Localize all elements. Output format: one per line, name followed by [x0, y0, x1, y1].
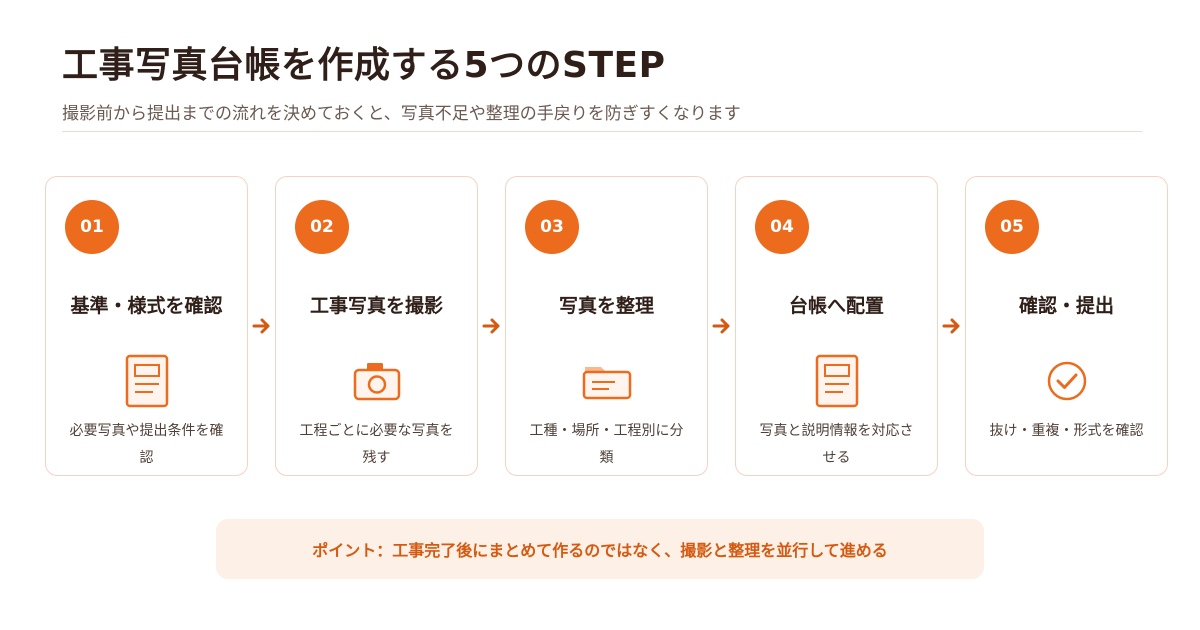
step-title: 台帳へ配置 — [788, 295, 884, 317]
step-flow: 01 基準・様式を確認 必要写真や提出条件を確認 02 工事写真を撮影 工程ごと… — [45, 176, 1170, 478]
step-number-badge: 04 — [755, 200, 809, 254]
step-description: 工程ごとに必要な写真を残す — [299, 423, 454, 466]
step-card-3: 03 写真を整理 工種・場所・工程別に分類 — [505, 176, 708, 476]
step-description: 抜け・重複・形式を確認 — [989, 423, 1144, 439]
step-description: 写真と説明情報を対応させる — [759, 423, 914, 466]
folder-icon — [579, 353, 635, 409]
step-title: 写真を整理 — [558, 295, 654, 317]
point-text: ポイント：工事完了後にまとめて作るのではなく、撮影と整理を並行して進める — [312, 541, 888, 560]
step-title: 工事写真を撮影 — [309, 295, 443, 317]
step-number-badge: 02 — [295, 200, 349, 254]
step-description: 工種・場所・工程別に分類 — [529, 423, 684, 466]
step-title: 確認・提出 — [1018, 295, 1114, 317]
page-title: 工事写真台帳を作成する5つのSTEP — [62, 45, 666, 86]
document-icon — [119, 353, 175, 409]
step-number-badge: 01 — [65, 200, 119, 254]
arrow-right-icon — [941, 315, 963, 337]
step-description: 必要写真や提出条件を確認 — [69, 423, 224, 466]
step-title: 基準・様式を確認 — [70, 295, 223, 317]
step-number-badge: 05 — [985, 200, 1039, 254]
step-card-2: 02 工事写真を撮影 工程ごとに必要な写真を残す — [275, 176, 478, 476]
step-card-5: 05 確認・提出 抜け・重複・形式を確認 — [965, 176, 1168, 476]
header-divider — [62, 131, 1142, 132]
arrow-right-icon — [481, 315, 503, 337]
arrow-right-icon — [711, 315, 733, 337]
step-card-4: 04 台帳へ配置 写真と説明情報を対応させる — [735, 176, 938, 476]
arrow-right-icon — [251, 315, 273, 337]
step-number-badge: 03 — [525, 200, 579, 254]
step-card-1: 01 基準・様式を確認 必要写真や提出条件を確認 — [45, 176, 248, 476]
check-circle-icon — [1039, 353, 1095, 409]
document-icon — [809, 353, 865, 409]
camera-icon — [349, 353, 405, 409]
point-callout: ポイント：工事完了後にまとめて作るのではなく、撮影と整理を並行して進める — [216, 519, 984, 579]
page-subtitle: 撮影前から提出までの流れを決めておくと、写真不足や整理の手戻りを防ぎすくなります — [62, 104, 741, 124]
